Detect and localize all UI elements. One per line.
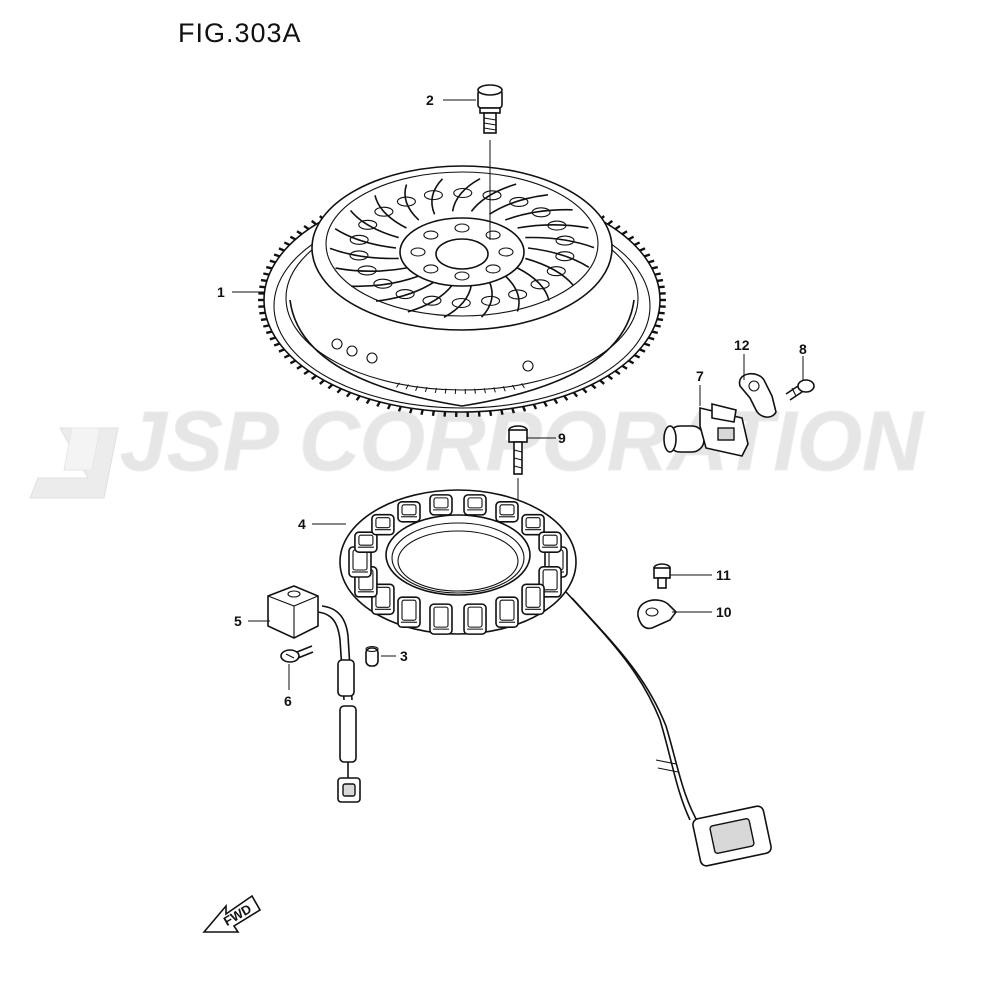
callout-labels: 2 1 4 5 6 3 7 12 8 9 10 11 — [217, 92, 807, 709]
part-flywheel-rotor — [258, 165, 666, 417]
part-rotor-bolt — [477, 84, 503, 240]
part-stator — [339, 489, 772, 867]
callout-10: 10 — [716, 604, 732, 620]
flywheel-cooling-fins — [329, 177, 595, 319]
callout-5: 5 — [234, 613, 242, 629]
callout-12: 12 — [734, 337, 750, 353]
callout-2: 2 — [426, 92, 434, 108]
callout-1: 1 — [217, 284, 225, 300]
callout-leaders — [232, 99, 804, 690]
callout-8: 8 — [799, 341, 807, 357]
flywheel-timing-marks — [396, 382, 525, 394]
stator-coils — [348, 494, 568, 635]
forward-direction-arrow: FWD — [202, 894, 262, 933]
callout-9: 9 — [558, 430, 566, 446]
callout-3: 3 — [400, 648, 408, 664]
part-pulser-coil — [267, 585, 361, 803]
flywheel-bolt-holes — [410, 223, 514, 281]
part-dowel-pin — [365, 645, 379, 667]
part-stator-bolt — [508, 425, 528, 514]
part-cable-clamp — [637, 599, 678, 630]
watermark-logo-mark — [29, 427, 119, 499]
callout-4: 4 — [298, 516, 306, 532]
callout-11: 11 — [716, 567, 731, 583]
part-sensor-screw — [785, 379, 815, 401]
figure-title: FIG.303A — [178, 18, 302, 48]
part-clamp-bolt — [653, 563, 671, 589]
part-crank-position-sensor — [663, 402, 749, 457]
callout-7: 7 — [696, 368, 704, 384]
part-pulser-screw — [280, 645, 314, 663]
callout-6: 6 — [284, 693, 292, 709]
